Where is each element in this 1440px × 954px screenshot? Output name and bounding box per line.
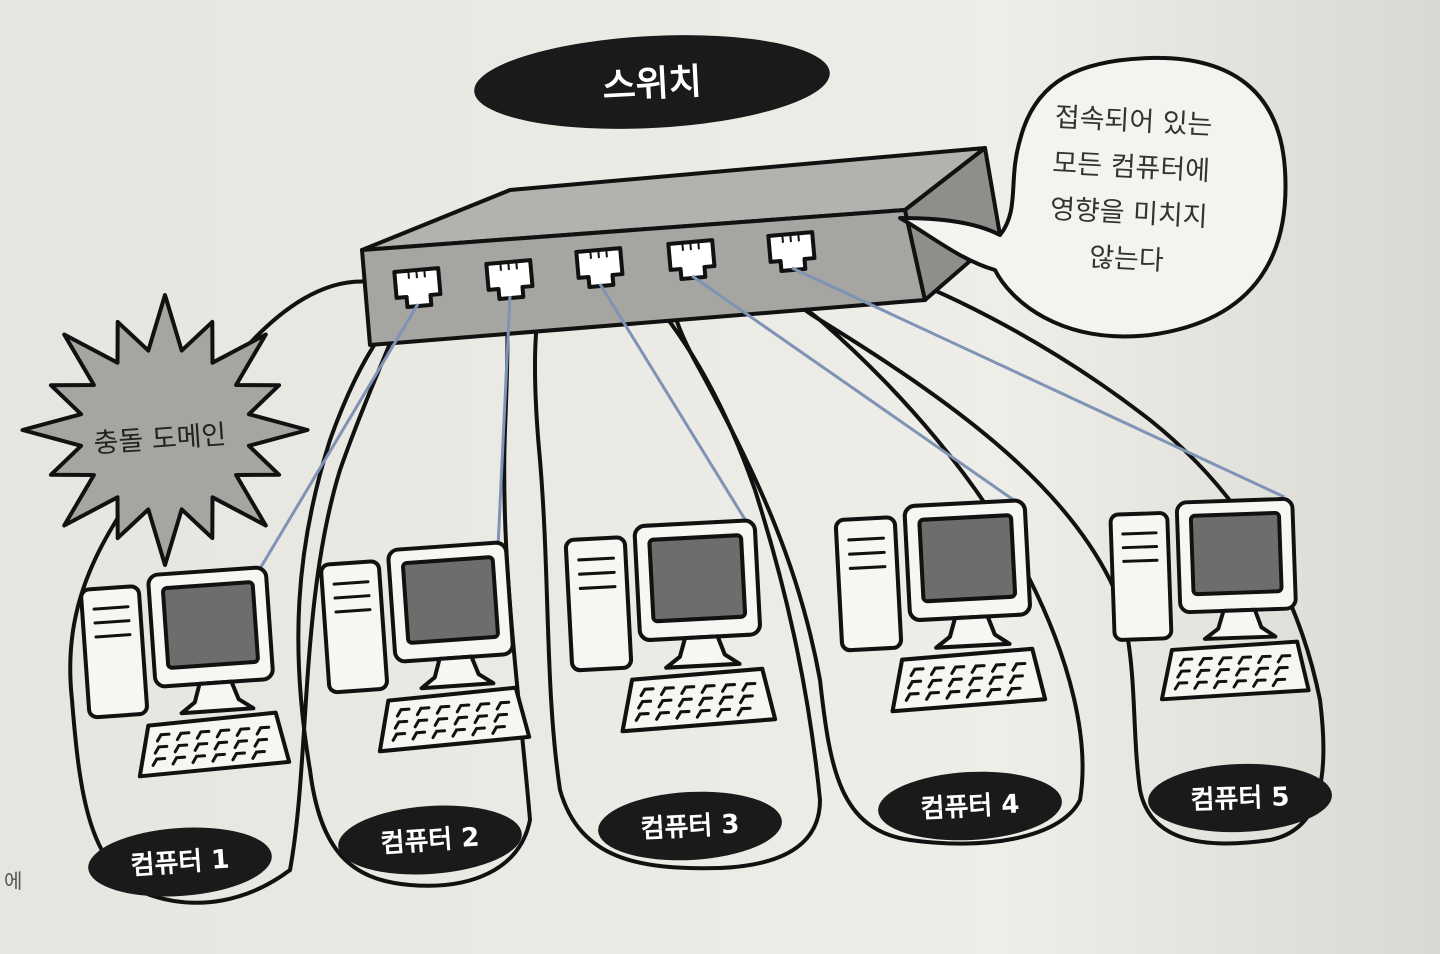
switch-port-4 [666, 238, 717, 281]
computer-label-text-4: 컴퓨터 4 [920, 789, 1020, 824]
bubble-line-4: 않는다 [1088, 242, 1164, 277]
monitor-stand [419, 654, 496, 691]
monitor-screen [401, 555, 500, 645]
monitor-screen [917, 513, 1018, 604]
burst-shape [20, 293, 310, 567]
cable-1 [256, 303, 420, 573]
tower-case [563, 535, 634, 673]
computer-label-5: 컴퓨터 5 [1148, 763, 1332, 833]
computer-label-text-5: 컴퓨터 5 [1190, 782, 1290, 815]
monitor-stand [1202, 607, 1278, 641]
monitor-stand [179, 679, 256, 716]
title-badge: 스위치 [474, 35, 830, 129]
tower-case [833, 515, 904, 653]
keyboard [890, 646, 1048, 714]
computer-label-text-1: 컴퓨터 1 [130, 845, 231, 882]
switch-port-2 [484, 258, 535, 301]
computer-4 [833, 498, 1048, 714]
speech-bubble-shape [898, 55, 1288, 339]
cable-3 [598, 283, 748, 523]
collision-domain-loop-5 [768, 246, 1326, 846]
monitor-stand [934, 614, 1012, 650]
computer-label-text-2: 컴퓨터 2 [380, 823, 481, 860]
tower-case [79, 584, 149, 720]
computer-1 [79, 565, 292, 779]
cable-2 [496, 295, 512, 548]
computer-label-2: 컴퓨터 2 [338, 805, 522, 875]
cable-5 [791, 266, 1286, 499]
collision-domain-burst: 충돌 도메인 [20, 293, 310, 567]
switch-port-1 [392, 266, 443, 309]
computer-label-3: 컴퓨터 3 [598, 791, 782, 861]
computers: 컴퓨터 1 컴퓨터 2 컴퓨터 3 컴퓨터 4 컴퓨터 5 [79, 497, 1332, 897]
computer-label-1: 컴퓨터 1 [88, 827, 272, 897]
cables [256, 266, 1286, 573]
keyboard [137, 710, 292, 779]
collision-domain-loop-2 [296, 278, 533, 888]
monitor-screen [1188, 511, 1284, 597]
computer-3 [563, 518, 778, 734]
monitor-screen [647, 533, 748, 624]
computer-label-text-3: 컴퓨터 3 [640, 809, 740, 844]
margin-text: 에 [4, 869, 22, 893]
computer-label-4: 컴퓨터 4 [878, 771, 1062, 841]
monitor-screen [161, 580, 260, 670]
title-text: 스위치 [601, 61, 702, 107]
tower-case [1108, 511, 1174, 642]
keyboard [377, 685, 532, 754]
keyboard [620, 666, 778, 734]
tower-case [319, 559, 389, 695]
computer-5 [1108, 497, 1311, 702]
monitor-stand [664, 634, 742, 670]
cable-4 [691, 274, 1018, 504]
collision-domain-loop-4 [666, 259, 1085, 846]
switch-port-3 [574, 246, 625, 289]
computer-2 [319, 540, 532, 754]
switch-port-5 [766, 230, 817, 273]
